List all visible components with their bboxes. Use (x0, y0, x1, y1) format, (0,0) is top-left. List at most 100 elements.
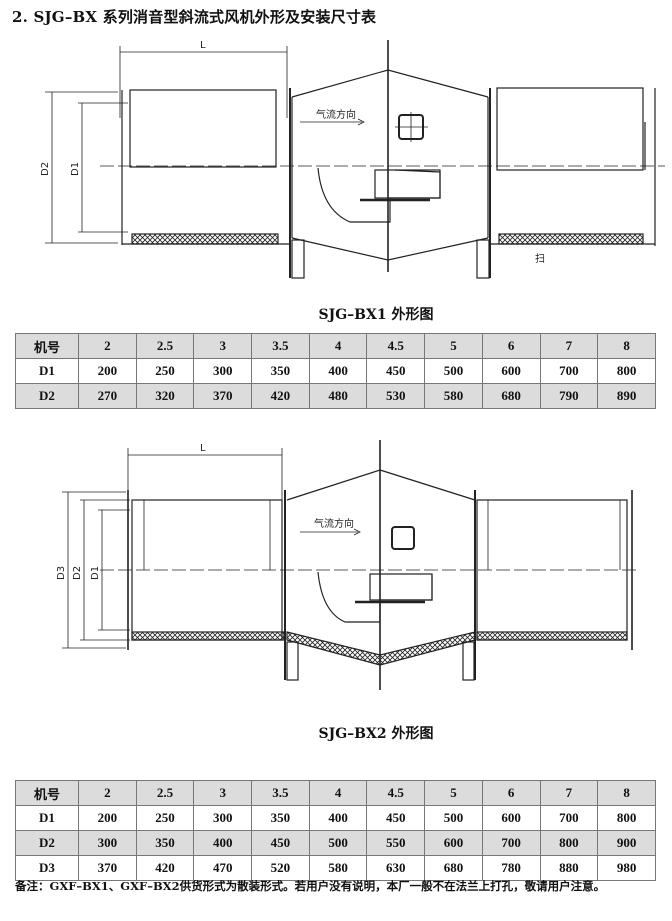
table-cell: 350 (135, 830, 195, 856)
table-cell: 420 (135, 855, 195, 881)
fig2-label-d3: D3 (56, 566, 67, 580)
table-cell: 300 (193, 358, 253, 384)
table-cell: 600 (481, 805, 541, 831)
table-cell: 450 (251, 830, 310, 856)
table-cell: 400 (308, 358, 368, 384)
table-cell: D2 (15, 383, 79, 409)
header-cell: 4.5 (366, 780, 426, 806)
table-cell: 300 (193, 805, 253, 831)
table-row: D3 370 420 470 520 580 630 680 780 880 9… (15, 855, 656, 881)
footnote: 备注：GXF–BX1、GXF–BX2供货形式为散装形式。若用户没有说明，本厂一般… (15, 879, 606, 893)
header-cell: 6 (481, 780, 541, 806)
table-row: D2 270 320 370 420 480 530 580 680 790 8… (15, 383, 656, 409)
header-cell: 机号 (15, 333, 79, 359)
header-cell: 机号 (15, 780, 79, 806)
header-cell: 2 (78, 780, 137, 806)
table-cell: 450 (366, 805, 426, 831)
header-cell: 4 (308, 333, 368, 359)
fig2-airflow-label: 气流方向 (314, 517, 354, 530)
table-cell: 480 (308, 383, 368, 409)
table-cell: 370 (78, 855, 137, 881)
table-header-row: 机号 2 2.5 3 3.5 4 4.5 5 6 7 8 (15, 780, 656, 806)
header-cell: 3.5 (251, 333, 310, 359)
table-cell: 580 (424, 383, 483, 409)
header-cell: 4 (308, 780, 368, 806)
table-cell: 780 (481, 855, 541, 881)
table-row: D2 300 350 400 450 500 550 600 700 800 9… (15, 830, 656, 856)
table-cell: 350 (251, 358, 310, 384)
table-cell: 700 (481, 830, 541, 856)
fig2-label-l: L (200, 443, 206, 454)
fig1-airflow-label: 气流方向 (316, 108, 356, 121)
page-title: 2. SJG–BX 系列消音型斜流式风机外形及安装尺寸表 (12, 8, 377, 26)
table-cell: D2 (15, 830, 79, 856)
table-cell: 800 (539, 830, 599, 856)
table-cell: 500 (308, 830, 368, 856)
header-cell: 2.5 (135, 333, 195, 359)
header-cell: 3 (193, 780, 253, 806)
header-cell: 6 (481, 333, 541, 359)
header-cell: 2 (78, 333, 137, 359)
table-cell: 450 (366, 358, 426, 384)
table-row: D1 200 250 300 350 400 450 500 600 700 8… (15, 805, 656, 831)
table-cell: 400 (308, 805, 368, 831)
table-cell: 470 (193, 855, 253, 881)
table-cell: 800 (597, 805, 656, 831)
dimension-table-bx1: 机号 2 2.5 3 3.5 4 4.5 5 6 7 8 D1 200 250 … (15, 333, 656, 409)
table-cell: 600 (424, 830, 483, 856)
dimension-table-bx2: 机号 2 2.5 3 3.5 4 4.5 5 6 7 8 D1 200 250 … (15, 780, 656, 881)
table-cell: 900 (597, 830, 656, 856)
table-cell: 700 (539, 358, 599, 384)
table-cell: 270 (78, 383, 137, 409)
table-cell: 880 (539, 855, 599, 881)
table-cell: 400 (193, 830, 253, 856)
fig1-label-d2: D2 (40, 162, 51, 176)
header-cell: 7 (539, 333, 599, 359)
header-cell: 8 (597, 780, 656, 806)
header-cell: 3 (193, 333, 253, 359)
table-cell: 520 (251, 855, 310, 881)
table-cell: 320 (135, 383, 195, 409)
table-cell: 680 (481, 383, 541, 409)
header-cell: 8 (597, 333, 656, 359)
table-cell: 980 (597, 855, 656, 881)
header-cell: 5 (424, 780, 483, 806)
header-cell: 3.5 (251, 780, 310, 806)
fig2-caption: SJG–BX2 外形图 (318, 726, 434, 742)
table-cell: 550 (366, 830, 426, 856)
table-cell: 680 (424, 855, 483, 881)
fig1-caption: SJG–BX1 外形图 (318, 307, 434, 323)
table-cell: 630 (366, 855, 426, 881)
table-cell: 500 (424, 358, 483, 384)
header-cell: 7 (539, 780, 599, 806)
table-cell: 700 (539, 805, 599, 831)
fig1-mark-label: 扫 (535, 252, 545, 265)
table-cell: 420 (251, 383, 310, 409)
table-cell: 200 (78, 805, 137, 831)
table-cell: 500 (424, 805, 483, 831)
table-cell: 250 (135, 358, 195, 384)
fig2-label-d1: D1 (90, 566, 101, 580)
fig1-label-d1: D1 (70, 162, 81, 176)
table-cell: 800 (597, 358, 656, 384)
table-cell: 580 (308, 855, 368, 881)
table-cell: D1 (15, 805, 79, 831)
table-cell: D3 (15, 855, 79, 881)
table-cell: 300 (78, 830, 137, 856)
fig1-label-l: L (200, 40, 206, 51)
table-row: D1 200 250 300 350 400 450 500 600 700 8… (15, 358, 656, 384)
table-header-row: 机号 2 2.5 3 3.5 4 4.5 5 6 7 8 (15, 333, 656, 359)
table-cell: 250 (135, 805, 195, 831)
table-cell: 370 (193, 383, 253, 409)
table-cell: 200 (78, 358, 137, 384)
header-cell: 2.5 (135, 780, 195, 806)
table-cell: D1 (15, 358, 79, 384)
table-cell: 790 (539, 383, 599, 409)
table-cell: 600 (481, 358, 541, 384)
table-cell: 530 (366, 383, 426, 409)
table-cell: 890 (597, 383, 656, 409)
fig2-label-d2: D2 (72, 566, 83, 580)
table-cell: 350 (251, 805, 310, 831)
header-cell: 5 (424, 333, 483, 359)
